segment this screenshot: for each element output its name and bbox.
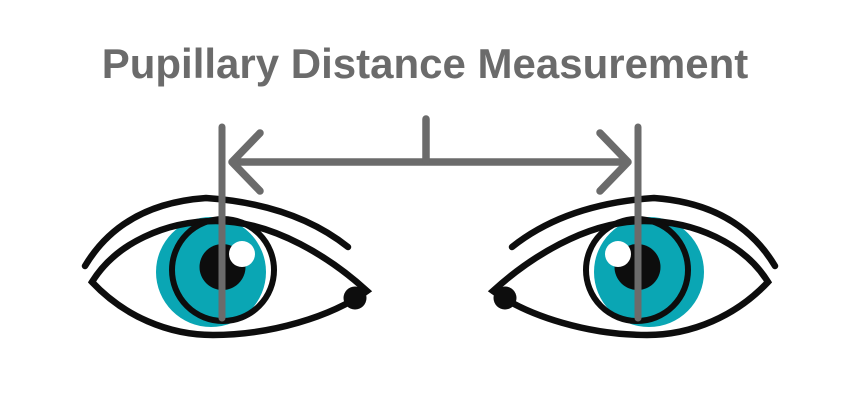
upper-lid-crease bbox=[81, 194, 352, 270]
right-eye-illustration bbox=[493, 198, 775, 335]
page-title: Pupillary Distance Measurement bbox=[102, 40, 749, 87]
tear-duct-dot bbox=[343, 286, 367, 310]
arrow-head-right-icon bbox=[596, 129, 632, 195]
measurement-arrow bbox=[228, 115, 632, 195]
left-eye-illustration bbox=[81, 194, 373, 339]
arrow-head-left-icon bbox=[228, 129, 264, 195]
eye-icon bbox=[493, 198, 775, 335]
pupil-highlight-icon bbox=[229, 241, 255, 267]
eye-outline bbox=[87, 217, 373, 339]
